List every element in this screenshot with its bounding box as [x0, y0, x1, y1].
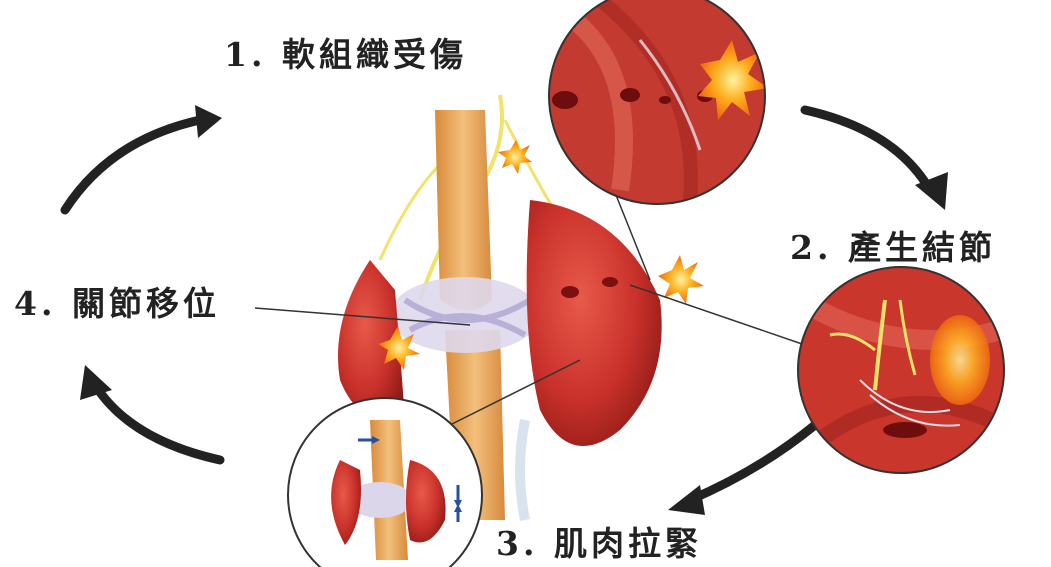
step-3-label: 3. 肌肉拉緊 — [496, 527, 702, 560]
step-2-label: 2. 產生結節 — [790, 231, 996, 264]
inset-soft-tissue-injury — [545, 0, 775, 215]
arrow-1-to-2 — [805, 110, 948, 210]
arrow-3-to-4 — [80, 365, 220, 460]
arrow-4-to-1 — [65, 105, 222, 210]
step-4-label: 4. 關節移位 — [14, 287, 220, 320]
arrow-2-to-3 — [668, 425, 815, 515]
inset-nodules — [798, 267, 1004, 473]
step-1-label: 1. 軟組織受傷 — [224, 38, 467, 71]
